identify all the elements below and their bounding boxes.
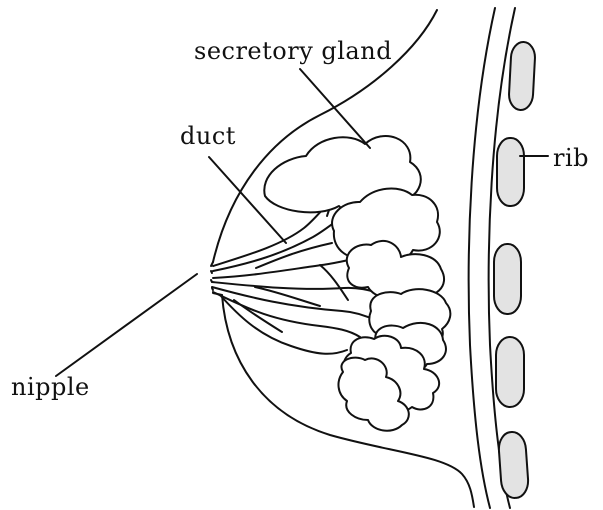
rib — [494, 244, 521, 314]
rib-label: rib — [553, 146, 589, 170]
duct-line — [213, 257, 366, 278]
rib — [498, 431, 530, 499]
secretory-gland-leader-line — [300, 69, 370, 148]
chest-wall-inner-line — [469, 8, 495, 508]
duct-line — [320, 265, 348, 300]
rib — [497, 138, 524, 206]
rib — [508, 41, 536, 110]
nipple-label: nipple — [11, 375, 90, 399]
nipple-leader-line — [56, 274, 197, 376]
duct-line — [213, 292, 360, 337]
secretory-gland-label: secretory gland — [194, 39, 392, 63]
rib — [496, 337, 524, 407]
duct-label: duct — [180, 124, 236, 148]
